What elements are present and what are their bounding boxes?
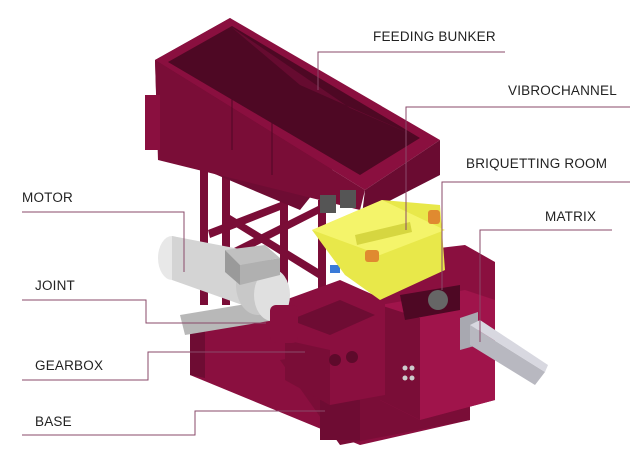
leader-line-matrix <box>479 229 612 342</box>
joint <box>270 305 298 343</box>
leader-line-motor <box>22 211 185 272</box>
leader-line-base <box>22 410 325 436</box>
leader-line-briquetting-room <box>441 181 630 290</box>
vibrochannel <box>312 200 445 300</box>
bunker-support-frame <box>200 160 326 315</box>
label-gearbox: GEARBOX <box>35 358 104 373</box>
gearbox <box>285 265 385 405</box>
label-joint: JOINT <box>35 278 75 293</box>
leader-line-feeding-bunker <box>317 51 505 90</box>
leader-line-joint <box>22 299 266 324</box>
label-matrix: MATRIX <box>545 209 597 224</box>
label-briquetting-room: BRIQUETTING ROOM <box>466 156 608 171</box>
leader-line-vibrochannel <box>405 106 630 230</box>
leader-lines <box>22 51 630 436</box>
feeding-bunker <box>145 18 440 215</box>
label-vibrochannel: VIBROCHANNEL <box>508 83 617 98</box>
leader-line-gearbox <box>22 351 305 381</box>
label-feeding-bunker: FEEDING BUNKER <box>373 29 496 44</box>
label-base: BASE <box>35 414 72 429</box>
matrix <box>460 312 548 385</box>
label-motor: MOTOR <box>22 190 73 205</box>
